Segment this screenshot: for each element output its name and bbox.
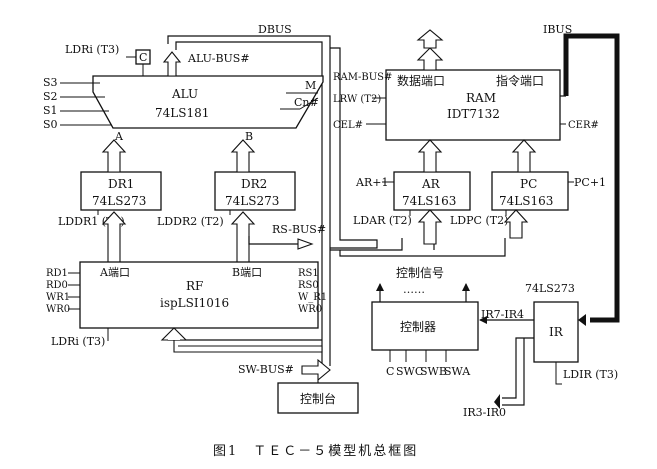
alu-port-a: A	[114, 130, 124, 143]
dr2-chip: 74LS273	[225, 194, 279, 208]
ibus: IBUS	[543, 23, 620, 326]
controller-inputs: C SWC SWB SWA	[386, 350, 471, 378]
ram-bus: RAM-BUS#	[333, 72, 392, 83]
alu-name: ALU	[171, 87, 198, 101]
alu-port-b: B	[245, 130, 253, 143]
alu-cn: Cn#	[294, 96, 319, 109]
ram-data-port: 数据端口	[397, 73, 445, 88]
rf-port-b: B端口	[232, 266, 262, 279]
console-block: 控制台 SW-BUS#	[238, 358, 359, 414]
ir-ctrl: LDIR (T3)	[563, 368, 618, 381]
rf-rs0: RS0	[298, 280, 319, 291]
dbus: DBUS	[167, 23, 506, 366]
pc-ctrl: LDPC (T2)	[450, 214, 508, 227]
pc-block: PC 74LS163 PC+1 LDPC (T2)	[450, 139, 606, 239]
dr1-chip: 74LS273	[92, 194, 146, 208]
ram-name: RAM	[466, 91, 496, 105]
dr1-block: DR1 74LS273 LDDR1 (T2)	[58, 139, 162, 263]
controller-block: 控制器 控制信号 …… C SWC SWB SWA IR7-IR4 IR3-IR…	[371, 266, 534, 419]
dr2-name: DR2	[241, 177, 267, 191]
rf-block: A端口 B端口 RF ispLSI1016 RD1 RD0 WR1 WR0 RS…	[46, 261, 327, 353]
alu-s1: S1	[43, 104, 58, 117]
alu-s0: S0	[43, 118, 58, 131]
ibus-label: IBUS	[543, 23, 572, 36]
alu-s2: S2	[43, 90, 58, 103]
ram-chip: IDT7132	[447, 107, 500, 121]
pc-inc: PC+1	[574, 176, 606, 189]
rf-name: RF	[186, 279, 203, 293]
console-name: 控制台	[300, 391, 336, 406]
rf-w-r1: W_R1	[298, 292, 327, 303]
ir-name: IR	[549, 325, 564, 339]
carry-flag: C	[139, 51, 147, 64]
controller-in-swc: SWC	[396, 365, 423, 378]
rf-ldri: LDRi (T3)	[51, 335, 105, 348]
pc-name: PC	[520, 177, 537, 191]
dr2-ctrl: LDDR2 (T2)	[157, 215, 224, 228]
rf-wr0: WR0	[46, 304, 70, 315]
dbus-label: DBUS	[258, 23, 292, 36]
rs-bus: RS-BUS#	[272, 223, 326, 236]
ram-cer: CER#	[568, 120, 599, 131]
pc-chip: 74LS163	[499, 194, 553, 208]
dr2-block: DR2 74LS273 LDDR2 (T2) RS-BUS#	[157, 139, 326, 263]
rf-w-r0: WR0	[298, 304, 322, 315]
ar-ctrl: LDAR (T2)	[353, 214, 412, 227]
rf-rd1: RD1	[46, 268, 68, 279]
controller-ir-out: IR3-IR0	[463, 406, 506, 419]
controller-dots: ……	[403, 283, 425, 296]
ir-chip: 74LS273	[525, 282, 575, 295]
rf-rd0: RD0	[46, 280, 68, 291]
controller-in-swb: SWB	[420, 365, 447, 378]
alu-m: M	[305, 79, 316, 92]
ar-name: AR	[421, 177, 441, 191]
controller-signals: 控制信号	[396, 266, 444, 280]
alu-block: ALU 74LS181 A B S3 S2 S1 S0 M Cn# C LDRi…	[43, 43, 324, 143]
ar-inc: AR+1	[355, 176, 388, 189]
ram-block: 数据端口 指令端口 RAM IDT7132 RAM-BUS# LRW (T2) …	[333, 29, 599, 141]
ram-instr-port: 指令端口	[496, 73, 544, 88]
ar-block: AR 74LS163 AR+1 LDAR (T2)	[353, 139, 471, 245]
ram-cel: CEL#	[333, 120, 363, 131]
rf-rs1: RS1	[298, 268, 319, 279]
sw-bus: SW-BUS#	[238, 363, 294, 376]
alu-ldri: LDRi (T3)	[65, 43, 119, 56]
controller-in-swa: SWA	[444, 365, 471, 378]
ram-lrw: LRW (T2)	[333, 94, 381, 105]
alu-bus: ALU-BUS#	[187, 52, 250, 65]
rf-wr1: WR1	[46, 292, 70, 303]
ir-block: IR 74LS273 LDIR (T3)	[525, 282, 618, 385]
figure-caption: 图1 ＴＥＣ－５模型机总框图	[213, 444, 418, 459]
dr1-name: DR1	[108, 177, 134, 191]
rf-chip: ispLSI1016	[160, 296, 229, 310]
alu-chip: 74LS181	[155, 106, 209, 120]
rf-port-a: A端口	[99, 266, 130, 279]
controller-ir-in: IR7-IR4	[481, 308, 524, 321]
controller-in-c: C	[386, 365, 394, 378]
alu-s3: S3	[43, 76, 58, 89]
ar-chip: 74LS163	[402, 194, 456, 208]
controller-name: 控制器	[400, 320, 436, 334]
